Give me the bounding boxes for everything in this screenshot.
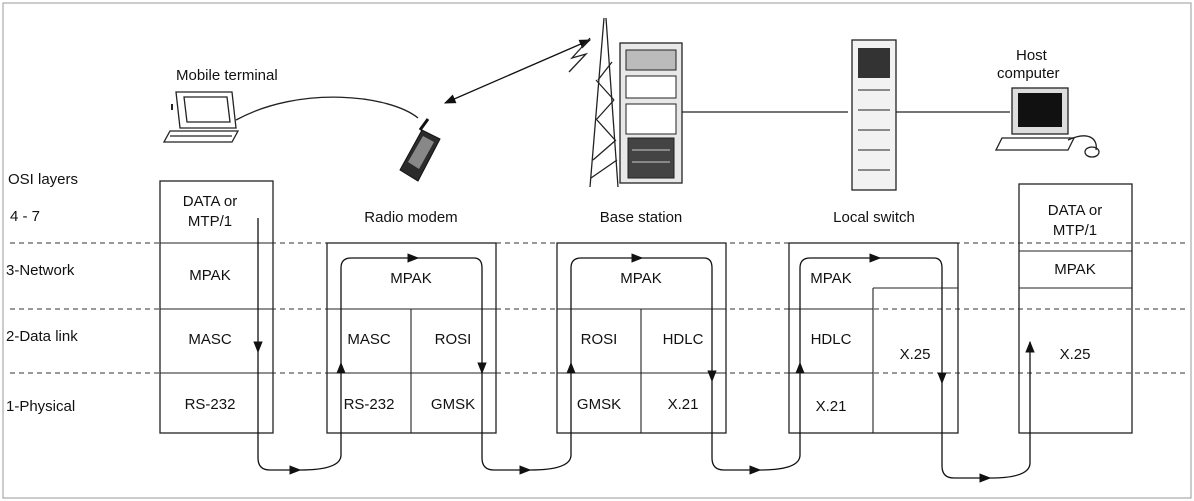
mobile-top-line1: DATA or bbox=[183, 193, 237, 210]
terminal-cable bbox=[235, 96, 419, 121]
mobile-terminal-icon bbox=[162, 91, 240, 143]
host-top-line1: DATA or bbox=[1048, 202, 1102, 219]
host-computer-icon bbox=[994, 87, 1100, 158]
flow-mobile-to-modem bbox=[257, 352, 302, 475]
local-switch-rack-icon bbox=[851, 39, 897, 191]
host-computer-label-line2: computer bbox=[997, 65, 1060, 82]
radio-modem-physical-left: RS-232 bbox=[344, 396, 395, 413]
flow-modem-network-in bbox=[340, 253, 420, 363]
radio-modem-datalink-left: MASC bbox=[347, 331, 391, 348]
flow-modem-network-out bbox=[418, 257, 487, 375]
base-station-title: Base station bbox=[600, 209, 683, 226]
radio-modem-title: Radio modem bbox=[364, 209, 457, 226]
radio-link-arrow bbox=[443, 39, 592, 104]
flow-base-network-in bbox=[570, 253, 644, 363]
host-computer-stack: DATA or MTP/1 MPAK X.25 bbox=[1018, 183, 1133, 434]
base-station-datalink-right: HDLC bbox=[663, 331, 704, 348]
mobile-datalink-cell: MASC bbox=[188, 331, 232, 348]
flow-base-network-out bbox=[642, 257, 717, 383]
flow-base-up bbox=[529, 361, 576, 471]
flow-host-up bbox=[989, 340, 1035, 479]
base-station-physical-left: GMSK bbox=[577, 396, 621, 413]
host-computer-label-line1: Host bbox=[1016, 47, 1048, 64]
host-top-line2: MTP/1 bbox=[1053, 222, 1097, 239]
local-switch-network-cell: MPAK bbox=[810, 270, 851, 287]
flow-modem-up bbox=[299, 361, 346, 471]
flow-base-to-switch bbox=[711, 381, 762, 475]
host-network-cell: MPAK bbox=[1054, 261, 1095, 278]
base-station-cabinet-icon bbox=[619, 42, 683, 184]
local-switch-physical-left: X.21 bbox=[816, 398, 847, 415]
mobile-terminal-label: Mobile terminal bbox=[176, 67, 278, 84]
host-x25-cell: X.25 bbox=[1060, 346, 1091, 363]
local-switch-x25-cell: X.25 bbox=[900, 346, 931, 363]
flow-switch-network-in bbox=[799, 253, 882, 363]
flow-switch-up bbox=[759, 361, 805, 471]
data-flow-path bbox=[253, 218, 1035, 483]
antenna-tower-icon bbox=[589, 17, 619, 188]
flow-switch-to-host bbox=[941, 383, 992, 483]
local-switch-stack: MPAK HDLC X.25 X.21 bbox=[788, 242, 959, 434]
radio-modem-phone-icon bbox=[399, 118, 441, 182]
osi-layers-heading: OSI layers bbox=[8, 171, 78, 188]
osi-layer-4-7-label: 4 - 7 bbox=[10, 208, 40, 225]
radio-wave-icon bbox=[568, 37, 591, 73]
radio-modem-stack: MPAK MASC ROSI RS-232 GMSK bbox=[326, 242, 497, 434]
mobile-network-cell: MPAK bbox=[189, 267, 230, 284]
mobile-top-line2: MTP/1 bbox=[188, 213, 232, 230]
local-switch-datalink-left: HDLC bbox=[811, 331, 852, 348]
radio-modem-datalink-right: ROSI bbox=[435, 331, 472, 348]
base-station-physical-right: X.21 bbox=[668, 396, 699, 413]
mobile-physical-cell: RS-232 bbox=[185, 396, 236, 413]
base-station-stack: MPAK ROSI HDLC GMSK X.21 bbox=[556, 242, 727, 434]
flow-modem-to-base bbox=[481, 373, 532, 475]
local-switch-title: Local switch bbox=[833, 209, 915, 226]
flow-switch-network-out bbox=[880, 257, 947, 385]
osi-layer-datalink-label: 2-Data link bbox=[6, 328, 78, 345]
base-station-network-cell: MPAK bbox=[620, 270, 661, 287]
osi-layer-physical-label: 1-Physical bbox=[6, 398, 75, 415]
radio-modem-network-cell: MPAK bbox=[390, 270, 431, 287]
base-station-datalink-left: ROSI bbox=[581, 331, 618, 348]
mobile-terminal-stack: DATA or MTP/1 MPAK MASC RS-232 bbox=[159, 180, 274, 434]
radio-modem-physical-right: GMSK bbox=[431, 396, 475, 413]
osi-layer-network-label: 3-Network bbox=[6, 262, 75, 279]
